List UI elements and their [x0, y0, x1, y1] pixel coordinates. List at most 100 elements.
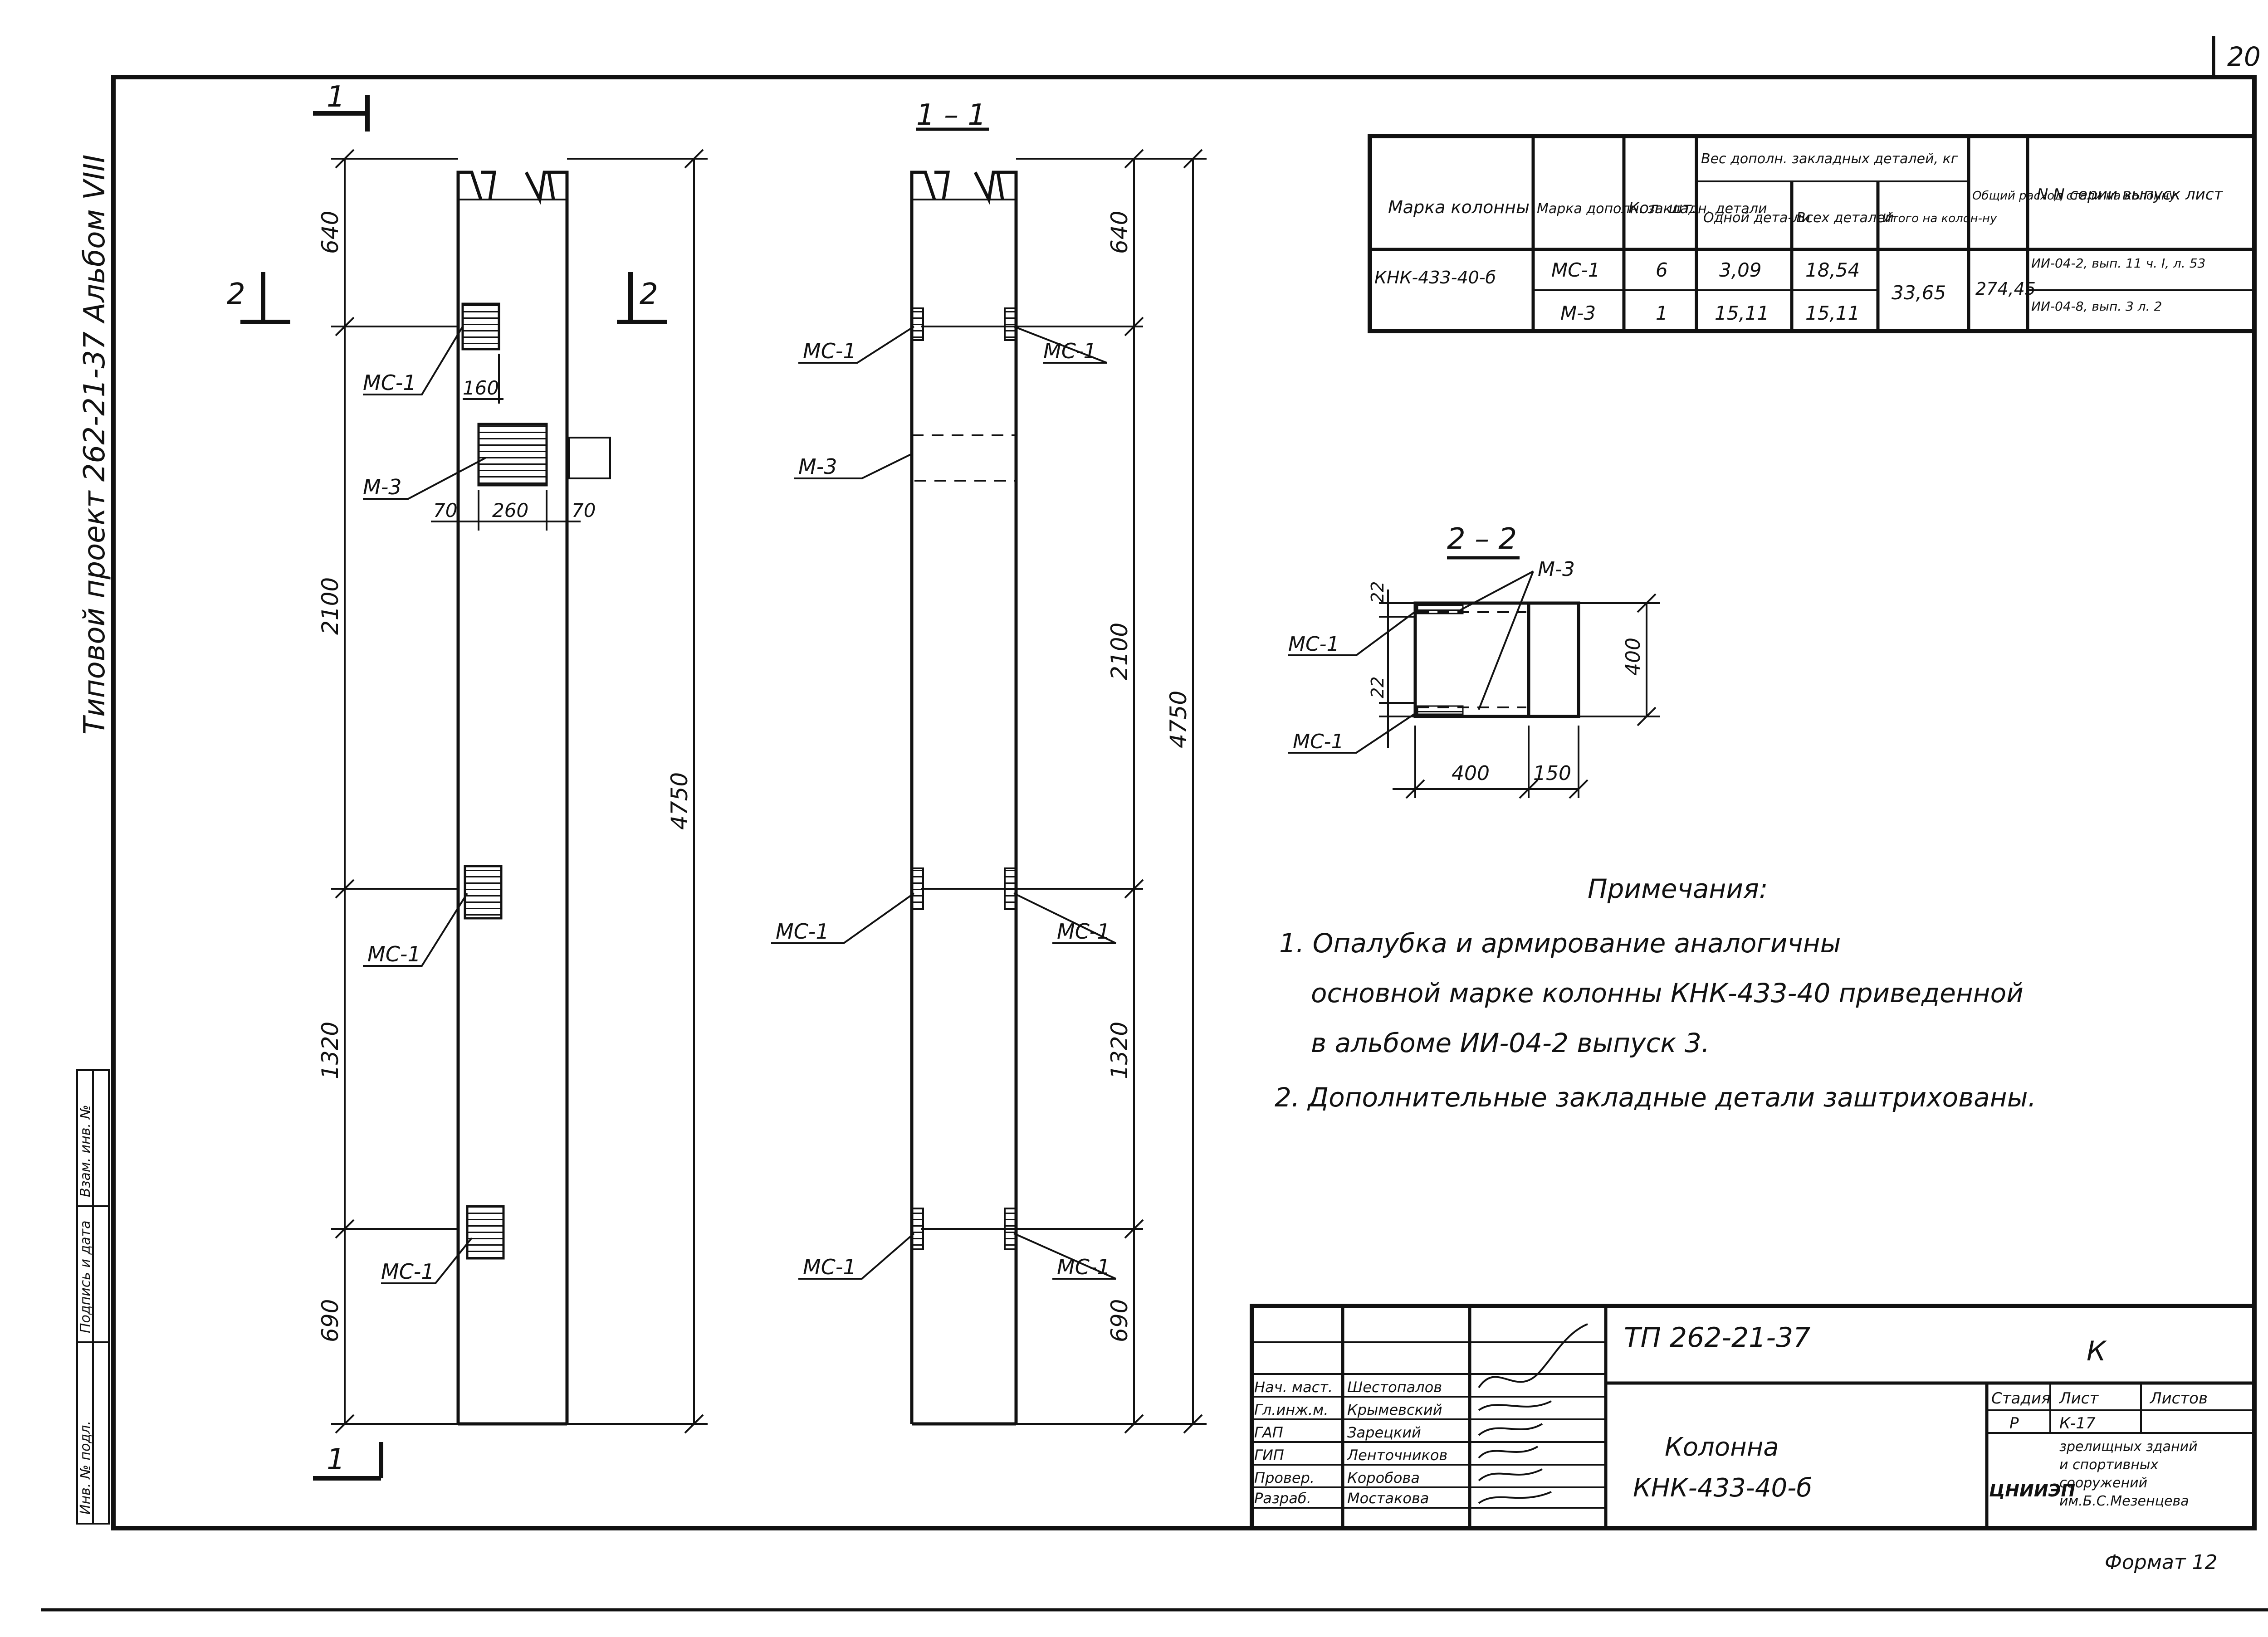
dim-690: 690	[317, 1299, 343, 1342]
section-2-2-view	[1288, 556, 1660, 799]
label-mc1-mid: МС-1	[367, 942, 421, 966]
staff-name: Коробова	[1347, 1469, 1420, 1486]
title-letter: К	[2087, 1335, 2107, 1367]
dim-70-right: 70	[572, 499, 596, 521]
title-line-1: Колонна	[1665, 1432, 1779, 1462]
section-1-1-title: 1 – 1	[916, 98, 986, 132]
staff-name: Шестопалов	[1347, 1379, 1442, 1396]
title-project-code: ТП 262-21-37	[1624, 1322, 1810, 1354]
th-series: N N серии выпуск лист	[2037, 185, 2223, 204]
section-mark-2-right: 2	[640, 278, 658, 311]
dim-4750: 4750	[666, 772, 693, 830]
s11-label-mc1-br: МС-1	[1057, 1255, 1110, 1279]
embed-mc1-bottom	[466, 1205, 505, 1260]
section-mark-1-top: 1	[327, 80, 345, 114]
dim-2100: 2100	[317, 577, 343, 635]
embed-mc1-top	[461, 302, 500, 351]
th-mark: Марка колонны	[1388, 197, 1530, 217]
td-all-1: 18,54	[1805, 259, 1860, 281]
staff-role: ГАП	[1254, 1424, 1283, 1441]
td-steel: 274,45	[1975, 279, 2036, 299]
side-stamp-inv-orig: Инв. № подл.	[78, 1421, 93, 1515]
format-label: Формат 12	[2105, 1551, 2218, 1574]
staff-name: Мостакова	[1347, 1490, 1429, 1507]
section-mark-2-left: 2	[227, 278, 245, 311]
td-all-2: 15,11	[1805, 302, 1860, 324]
org-line-4: им.Б.С.Мезенцева	[2059, 1493, 2189, 1509]
td-one-2: 15,11	[1715, 302, 1769, 324]
s22-dim-22-bottom: 22	[1368, 677, 1388, 698]
s11-dim-4750: 4750	[1165, 691, 1192, 748]
s22-dim-400-vert: 400	[1622, 638, 1645, 676]
th-steel: Общий расход стали на колонну	[1972, 189, 2176, 203]
s11-dim-1320: 1320	[1106, 1022, 1133, 1079]
staff-name: Зарецкий	[1347, 1424, 1421, 1441]
embed-mc1-mid	[464, 865, 503, 920]
td-series-2: ИИ-04-8, вып. 3 л. 2	[2031, 299, 2162, 314]
td-qty-2: 1	[1656, 302, 1668, 324]
th-one: Одной дета-ли	[1703, 210, 1810, 226]
th-qty: Кол. шт.	[1628, 199, 1696, 217]
s11-label-mc1-mr: МС-1	[1057, 919, 1110, 944]
s11-dim-690: 690	[1106, 1299, 1133, 1342]
staff-role: Нач. маст.	[1254, 1379, 1333, 1396]
td-series-1: ИИ-04-2, вып. 11 ч. I, л. 53	[2031, 256, 2205, 271]
side-stamp-inv-repl: Взам. инв. №	[78, 1105, 93, 1197]
th-total: Итого на колон-ну	[1882, 212, 1997, 225]
staff-role: Провер.	[1254, 1469, 1315, 1486]
dim-260: 260	[492, 499, 528, 521]
section-mark-1-bottom: 1	[327, 1443, 345, 1476]
title-sheet: К-17	[2059, 1414, 2096, 1432]
spec-table	[1368, 134, 2257, 333]
org-logo: ЦНИИЭП	[1989, 1481, 2075, 1501]
s11-dim-2100: 2100	[1106, 623, 1133, 680]
sheet-number: 20	[2227, 41, 2261, 72]
section-1-1-view	[771, 127, 1207, 1434]
staff-name: Крымевский	[1347, 1401, 1442, 1418]
staff-name: Ленточников	[1347, 1447, 1447, 1464]
title-stage-label: Стадия	[1991, 1389, 2050, 1408]
notes-line-4: 2. Дополнительные закладные детали заштр…	[1275, 1082, 2036, 1113]
td-detail-1: МС-1	[1551, 259, 1600, 281]
column-front-view	[240, 95, 708, 1481]
staff-list: Нач. маст. Шестопалов Гл.инж.м. Крымевск…	[1254, 1379, 1447, 1507]
org-line-3: сооружений	[2059, 1475, 2147, 1491]
section-2-2-title: 2 – 2	[1447, 522, 1517, 556]
s22-label-m3: М-3	[1538, 558, 1575, 581]
dim-70-left: 70	[433, 499, 457, 521]
label-mc1-bottom: МС-1	[381, 1259, 435, 1284]
s11-label-mc1-tr: МС-1	[1043, 339, 1097, 363]
dim-160: 160	[463, 377, 499, 399]
s11-label-mc1-tl: МС-1	[803, 339, 856, 363]
s22-dim-22-top: 22	[1368, 581, 1388, 603]
staff-role: Гл.инж.м.	[1254, 1401, 1328, 1418]
notes-title: Примечания:	[1588, 873, 1768, 904]
label-m3: М-3	[363, 475, 402, 499]
dim-1320: 1320	[317, 1022, 343, 1079]
td-detail-2: М-3	[1560, 302, 1596, 324]
s22-label-mc1-top: МС-1	[1288, 633, 1339, 656]
title-sheet-label: Лист	[2058, 1389, 2099, 1408]
side-stamp	[76, 1069, 110, 1525]
org-line-1: зрелищных зданий	[2059, 1439, 2198, 1455]
s11-label-mc1-ml: МС-1	[776, 919, 829, 944]
signatures	[1478, 1323, 1588, 1504]
th-weight: Вес дополн. закладных деталей, кг	[1701, 151, 1958, 167]
notes-line-2: основной марке колонны КНК-433-40 привед…	[1311, 978, 2024, 1009]
embed-m3	[477, 423, 548, 487]
staff-role: Разраб.	[1254, 1490, 1311, 1507]
td-one-1: 3,09	[1719, 259, 1762, 281]
td-mark: КНК-433-40-б	[1374, 268, 1496, 287]
sheet-frame	[41, 36, 2268, 1612]
staff-role: ГИП	[1254, 1447, 1284, 1464]
th-all: Всех деталей	[1796, 210, 1894, 226]
title-line-2: КНК-433-40-б	[1633, 1473, 1812, 1503]
s11-label-m3: М-3	[798, 454, 837, 479]
label-mc1-top: МС-1	[363, 370, 416, 395]
s11-dim-640: 640	[1106, 211, 1133, 254]
notes-line-1: 1. Опалубка и армирование аналогичны	[1279, 928, 1841, 959]
td-total: 33,65	[1892, 282, 1946, 304]
td-qty-1: 6	[1656, 259, 1668, 281]
title-sheets-label: Листов	[2149, 1389, 2208, 1408]
